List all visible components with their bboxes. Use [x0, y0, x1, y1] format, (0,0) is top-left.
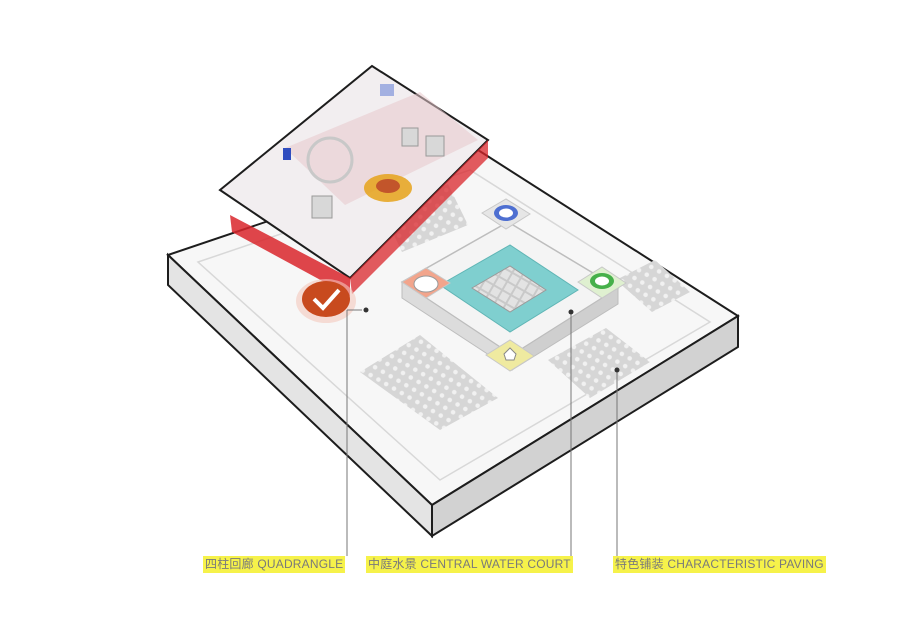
label-characteristic-paving: 特色铺装 CHARACTERISTIC PAVING: [613, 556, 826, 573]
central-water-court: [439, 244, 579, 333]
pillar-blue: [481, 198, 531, 230]
label-quadrangle: 四柱回廊 QUADRANGLE: [203, 556, 346, 573]
pillar-yellow: [485, 339, 535, 372]
pillar-orange: [401, 267, 451, 299]
leader-lines: [346, 307, 620, 556]
building-block: [218, 64, 490, 296]
check-icon: [312, 288, 341, 311]
pillar-green: [577, 266, 627, 299]
quadrangle-marker: [296, 279, 356, 323]
label-central-water-court: 中庭水景 CENTRAL WATER COURT: [366, 556, 573, 573]
